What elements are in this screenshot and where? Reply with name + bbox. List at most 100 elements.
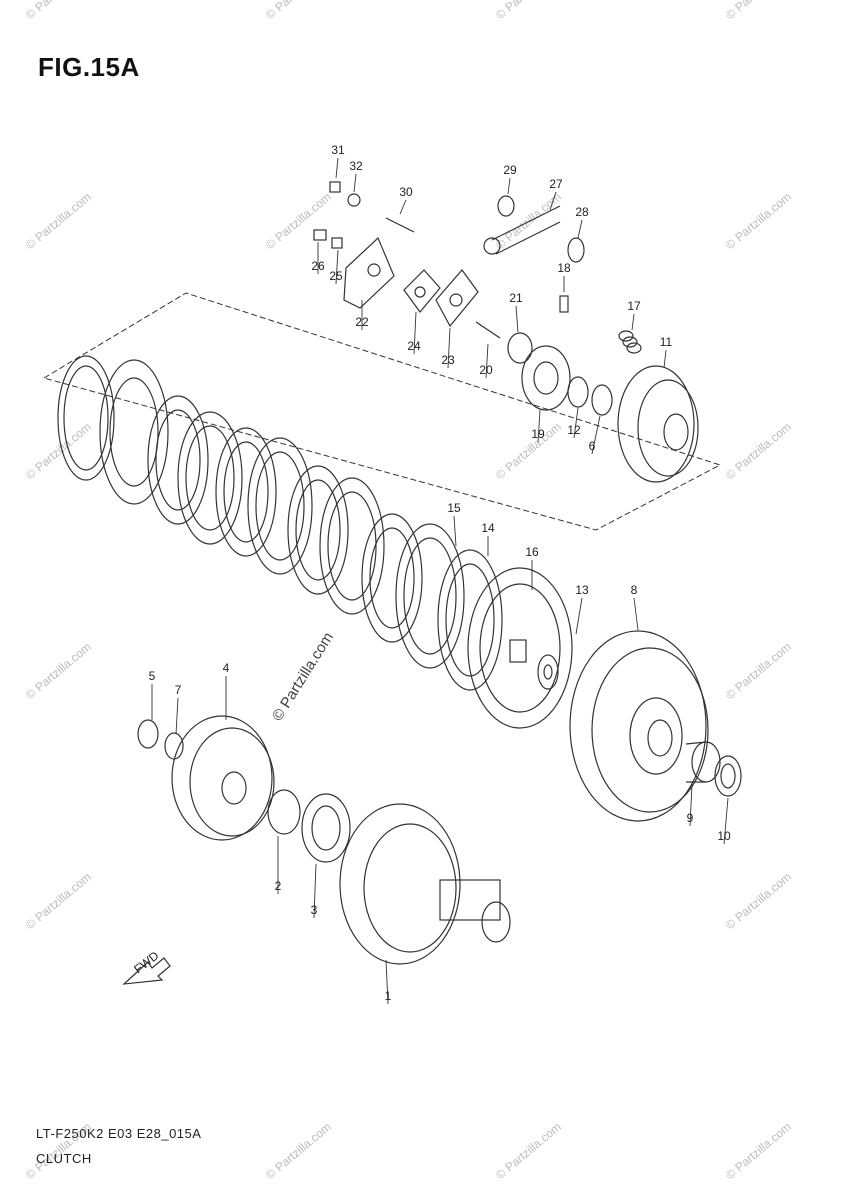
leader-line xyxy=(385,959,389,1005)
watermark-text: © Partzilla.com xyxy=(23,0,94,22)
clutch-drum xyxy=(339,803,511,965)
callout-number: 10 xyxy=(717,829,731,843)
callout-30: 30 xyxy=(399,185,413,215)
callout-7: 7 xyxy=(175,683,182,735)
callout-number: 11 xyxy=(660,335,673,349)
callout-21: 21 xyxy=(509,291,523,333)
callout-number: 16 xyxy=(525,545,539,559)
clutch-plate-stack xyxy=(57,355,503,691)
callout-8: 8 xyxy=(631,583,639,631)
watermark-text: © Partzilla.com xyxy=(493,1120,564,1183)
callout-number: 9 xyxy=(687,811,694,825)
watermark-text: © Partzilla.com xyxy=(263,190,334,253)
cam-plate-23 xyxy=(435,269,479,328)
thrust-washer-10 xyxy=(714,755,742,797)
friction-plate-14 xyxy=(437,549,503,691)
callout-15: 15 xyxy=(447,501,461,547)
watermark-text: © Partzilla.com xyxy=(723,0,794,22)
bolt-30 xyxy=(385,217,415,233)
watermark-text: © Partzilla.com xyxy=(23,870,94,933)
watermark-text: © Partzilla.com xyxy=(723,420,794,483)
callout-number: 23 xyxy=(441,353,455,367)
callout-14: 14 xyxy=(481,521,495,556)
callout-23: 23 xyxy=(441,327,455,369)
nut-5 xyxy=(137,719,159,749)
callout-17: 17 xyxy=(627,299,641,331)
release-lever-27 xyxy=(483,205,561,255)
release-plate-19 xyxy=(521,345,571,411)
leader-line xyxy=(577,219,583,239)
callout-12: 12 xyxy=(567,407,581,439)
leader-line xyxy=(689,783,693,827)
washer-6 xyxy=(591,384,613,416)
watermark-center: © Partzilla.com xyxy=(269,629,337,724)
callout-number: 20 xyxy=(479,363,493,377)
callout-number: 13 xyxy=(575,583,589,597)
leader-line xyxy=(453,515,457,547)
callout-number: 22 xyxy=(355,315,369,329)
drive-plate xyxy=(247,437,313,575)
one-way-clutch-3 xyxy=(301,793,351,863)
leader-line xyxy=(515,305,519,333)
watermark-text: © Partzilla.com xyxy=(23,640,94,703)
watermark-text: © Partzilla.com xyxy=(723,640,794,703)
callout-number: 4 xyxy=(223,661,230,675)
washer-13 xyxy=(537,654,559,690)
callout-number: 31 xyxy=(331,143,345,157)
callout-number: 24 xyxy=(407,339,421,353)
leader-line xyxy=(575,597,583,635)
leader-line xyxy=(507,177,511,195)
callout-number: 2 xyxy=(275,879,282,893)
callout-number: 17 xyxy=(627,299,641,313)
callout-18: 18 xyxy=(557,261,571,292)
clutch-hub-11 xyxy=(617,365,699,483)
release-cam-22 xyxy=(343,236,395,309)
circlip-29 xyxy=(497,195,515,217)
leader-line xyxy=(591,415,601,455)
callout-10: 10 xyxy=(717,797,731,845)
leader-line xyxy=(537,409,541,443)
assembly-name: CLUTCH xyxy=(36,1151,92,1166)
callout-number: 26 xyxy=(311,259,325,273)
spacer-bush xyxy=(685,741,721,783)
callout-11: 11 xyxy=(660,335,673,369)
watermark-text: © Partzilla.com xyxy=(723,190,794,253)
leader-line xyxy=(353,173,357,193)
callout-4: 4 xyxy=(223,661,230,720)
callout-26: 26 xyxy=(311,242,325,274)
callout-layer: 1234567891011121314151617181920212223242… xyxy=(149,143,731,1005)
leader-line xyxy=(313,863,317,919)
watermark-text: © Partzilla.com xyxy=(723,870,794,933)
callout-number: 15 xyxy=(447,501,461,515)
callout-24: 24 xyxy=(407,311,421,355)
friction-plate xyxy=(215,427,277,557)
pressure-plate xyxy=(467,567,573,729)
callout-number: 19 xyxy=(531,427,545,441)
callout-number: 6 xyxy=(589,439,596,453)
leader-line xyxy=(549,191,557,211)
watermark-text: © Partzilla.com xyxy=(723,1120,794,1183)
callout-20: 20 xyxy=(479,343,493,379)
callout-29: 29 xyxy=(503,163,517,195)
callout-32: 32 xyxy=(349,159,363,193)
callout-number: 21 xyxy=(509,291,523,305)
forward-arrow: FWD xyxy=(122,948,171,985)
leader-line xyxy=(447,327,451,369)
bearing-12 xyxy=(567,376,589,408)
watermark-text: © Partzilla.com xyxy=(493,0,564,22)
callout-1: 1 xyxy=(385,959,392,1005)
callout-25: 25 xyxy=(329,249,343,285)
callout-9: 9 xyxy=(687,783,694,827)
callout-28: 28 xyxy=(575,205,589,239)
pushrod-20 xyxy=(475,321,501,339)
callout-5: 5 xyxy=(149,669,156,720)
callout-number: 27 xyxy=(549,177,563,191)
callout-19: 19 xyxy=(531,409,545,443)
drive-plate xyxy=(319,477,385,615)
watermark-text: © Partzilla.com xyxy=(23,190,94,253)
washer-32 xyxy=(347,193,361,207)
callout-number: 30 xyxy=(399,185,413,199)
callout-6: 6 xyxy=(589,415,601,455)
leader-line xyxy=(723,797,729,845)
